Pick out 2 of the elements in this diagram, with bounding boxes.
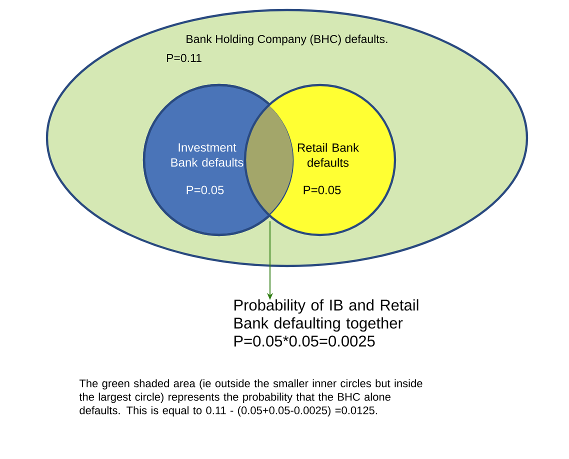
annotation-text: Probability of IB and Retail Bank defaulting together P=0.05*0.05=0.0025 — [234, 299, 418, 347]
note-text: The green shaded area (ie outside the smaller inner circles but inside the largest circle) represents the probability that the BHC alone defaults. This is equal to 0.11 - (0.05+0.05-0.0025) =0.0125. — [79, 379, 422, 416]
